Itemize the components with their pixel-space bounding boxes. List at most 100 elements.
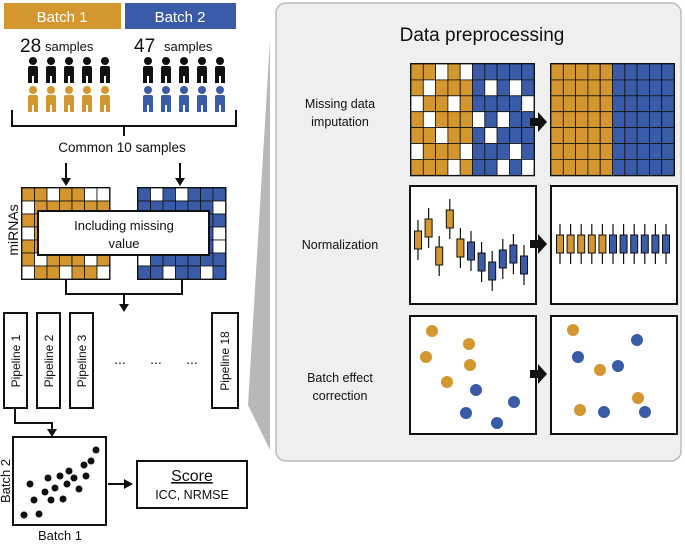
batch-point [470, 384, 482, 396]
step-imputation-line2: imputation [311, 115, 369, 129]
matrix-cell [624, 95, 638, 113]
batch1-header [4, 3, 121, 29]
missing-value-line1: Including missing [74, 218, 174, 233]
person-leg [106, 104, 110, 112]
person-body [28, 95, 38, 105]
matrix-cell [599, 143, 613, 160]
matrix-cell [459, 63, 473, 81]
batch-point [639, 406, 651, 418]
batch2-label: Batch 2 [155, 9, 206, 26]
person-icon [161, 86, 171, 112]
matrix-cell [521, 158, 535, 176]
ellipsis-2: ... [150, 351, 162, 367]
boxplot-box [640, 234, 649, 254]
matrix-cell [472, 63, 486, 81]
person-leg [34, 75, 38, 83]
boxplot-box [651, 234, 660, 254]
matrix-cell [472, 158, 486, 176]
matrix-cell [484, 63, 498, 81]
mirna-matrix-cell [212, 213, 226, 228]
mirna-matrix-cell [200, 187, 214, 202]
matrix-cell [624, 158, 638, 176]
boxplot-box [598, 234, 607, 254]
pipeline-1-label: Pipeline 1 [9, 334, 23, 387]
batch-point [441, 376, 453, 388]
matrix-cell [562, 79, 576, 97]
batch-point [612, 360, 624, 372]
person-leg [221, 75, 225, 83]
person-leg [161, 75, 165, 83]
arrow-to-batch2-matrix [175, 163, 185, 186]
matrix-cell [550, 143, 564, 160]
arrow-batch-correction [530, 364, 547, 384]
mirna-matrix-cell [137, 265, 151, 280]
batch-point [572, 351, 584, 363]
person-head [65, 86, 73, 94]
matrix-cell [496, 127, 510, 144]
mirna-matrix-cell [200, 265, 214, 280]
mirna-matrix-cell [21, 213, 35, 228]
matrix-cell [422, 111, 436, 128]
person-body [161, 66, 171, 76]
matrix-cell [496, 63, 510, 81]
person-head [47, 86, 55, 94]
matrix-cell [508, 127, 523, 144]
batch-points-after [567, 324, 651, 418]
person-leg [185, 75, 189, 83]
mirna-matrix-cell [21, 187, 35, 202]
scatter-point [56, 472, 64, 480]
boxplot-box [556, 234, 564, 254]
boxplot-box [509, 244, 518, 264]
mirna-matrix-cell [150, 265, 164, 280]
merge-arrowhead [119, 304, 129, 312]
matrix-cell [447, 111, 461, 128]
person-leg [46, 75, 50, 83]
person-head [162, 86, 170, 94]
mirna-matrix-cell [137, 187, 151, 202]
person-leg [179, 75, 183, 83]
mirna-matrix-cell [212, 226, 226, 241]
boxplot-box [566, 234, 575, 254]
mirna-matrix-cell [71, 265, 85, 280]
batch-point [463, 338, 475, 350]
person-icon [64, 57, 74, 83]
matrix-cell [472, 79, 486, 97]
sample-bracket [11, 110, 237, 136]
person-icon [28, 86, 38, 112]
person-leg [215, 104, 219, 112]
batch-point [491, 417, 503, 429]
step-imputation-line1: Missing data [305, 97, 375, 111]
person-head [216, 57, 224, 65]
boxplot-box [477, 252, 486, 272]
mirna-matrix-cell [34, 265, 48, 280]
matrix-cell [422, 95, 436, 113]
matrix-cell [410, 143, 424, 160]
pipeline-3-label: Pipeline 3 [75, 334, 89, 387]
batch-point [567, 324, 579, 336]
matrix-cell [612, 143, 626, 160]
scatter-x-label: Batch 1 [38, 528, 82, 543]
boxplot-box [587, 234, 596, 254]
matrix-cell [550, 111, 564, 128]
matrix-cell [496, 111, 510, 128]
person-leg [167, 75, 171, 83]
ellipsis-3: ... [186, 351, 198, 367]
matrix-cell [447, 127, 461, 144]
matrix-cell [587, 143, 601, 160]
matrix-cell [496, 79, 510, 97]
person-leg [28, 104, 32, 112]
matrix-cell [459, 158, 473, 176]
person-leg [149, 75, 153, 83]
person-leg [143, 104, 147, 112]
matrix-cell [435, 143, 449, 160]
step-batch-line2: correction [313, 389, 368, 403]
arrow-to-batch1-matrix [61, 163, 71, 186]
person-body [100, 66, 110, 76]
matrix-cell [649, 158, 663, 176]
pipeline-2: Pipeline 2 [36, 312, 61, 409]
person-head [162, 57, 170, 65]
matrix-cell [484, 158, 498, 176]
matrix-cell [521, 95, 535, 113]
matrix-cell [484, 143, 498, 160]
batch2-header [125, 3, 236, 29]
